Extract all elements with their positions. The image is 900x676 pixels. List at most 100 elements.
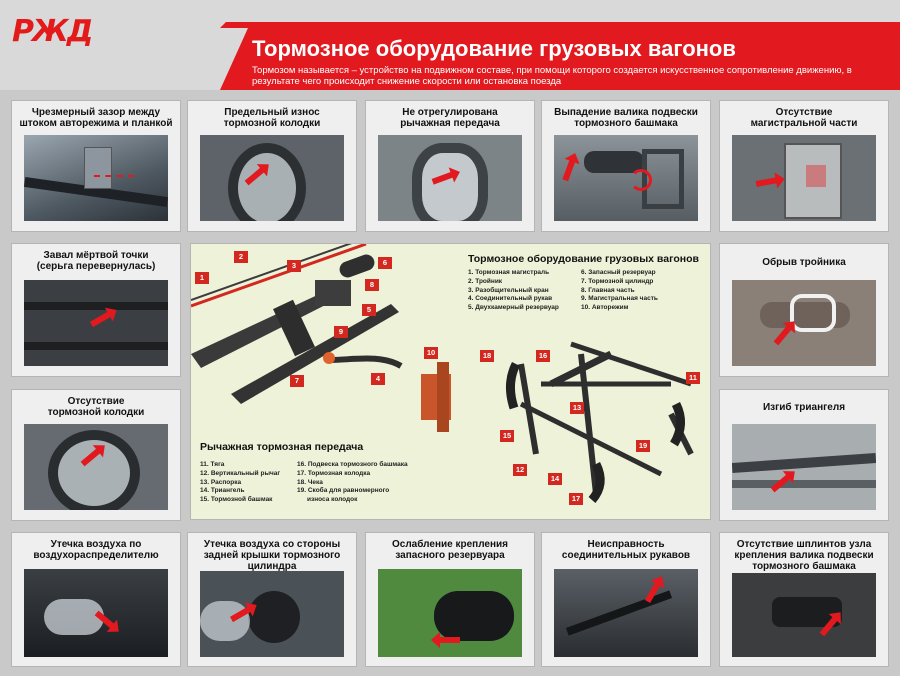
legend-equipment-a: 1. Тормозная магистраль 2. Тройник 3. Ра… [468,269,559,313]
panel-tee-break: Обрыв тройника [720,244,888,376]
panel-caption: Неисправность соединительных рукавов [561,539,691,561]
brake-line-shape [191,244,353,301]
lever-shape [518,363,539,455]
legend-item: 17. Тормозная колодка [297,469,371,477]
panel-no-shoe: Отсутствие тормозной колодки [12,390,180,520]
legend-item: 12. Вертикальный рычаг [200,469,281,477]
panel-caption: Чрезмерный зазор между штоком авторежима… [19,107,173,129]
panel-reservoir-loose: Ослабление крепления запасного резервуар… [366,533,534,666]
brake-shoe-shape [670,401,685,447]
red-arrow-icon [438,637,460,643]
legend-item: 18. Чека [297,478,323,486]
callout-badge: 10 [424,347,438,359]
callout-badge: 4 [371,373,385,385]
legend-item: 15. Тормозной башмак [200,496,273,504]
callout-badge: 5 [362,304,376,316]
page-subtitle: Тормозом называется – устройство на подв… [252,65,852,87]
panel-hose-fault: Неисправность соединительных рукавов [542,533,710,666]
legend-item: 9. Магистральная часть [581,295,658,303]
panel-caption: Отсутствие магистральной части [750,107,858,129]
panel-caption: Отсутствие тормозной колодки [47,396,145,418]
photo [24,569,168,657]
photo [200,135,344,221]
callout-badge: 8 [365,279,379,291]
panel-air-leak-cylinder: Утечка воздуха со стороны задней крышки … [188,533,356,666]
legend-item: 1. Тормозная магистраль [468,269,550,276]
callout-badge: 9 [334,326,348,338]
panel-no-cotter-pins: Отсутствие шплинтов узла крепления валик… [720,533,888,666]
callout-badge: 17 [569,493,583,505]
header-stripe [220,22,900,28]
legend-item: 13. Распорка [200,478,242,486]
header: РЖД Тормозное оборудование грузовых ваго… [0,0,900,90]
photo [378,569,522,657]
autoregime-shape [437,362,449,432]
diagram-drawing [191,244,694,503]
legend-lever-b: 16. Подвеска тормозного башмака 17. Торм… [297,461,408,505]
red-arrow-icon [755,177,779,187]
panel-air-leak-distributor: Утечка воздуха по воздухораспределителю [12,533,180,666]
panel-caption: Отсутствие шплинтов узла крепления валик… [734,539,874,572]
photo [24,424,168,510]
lever-title: Рычажная тормозная передача [200,441,364,453]
callout-badge: 14 [548,473,562,485]
rzd-logo: РЖД [12,14,93,49]
legend-item: 7. Тормозной цилиндр [581,277,654,285]
brake-equipment-diagram: Тормозное оборудование грузовых вагонов … [191,244,710,519]
callout-badge: 7 [290,375,304,387]
lever-shape [578,353,599,495]
panel-gap-autoregime: Чрезмерный зазор между штоком авторежима… [12,101,180,231]
photo [200,571,344,657]
panel-caption: Предельный износ тормозной колодки [223,107,321,129]
hose-head-shape [323,352,335,364]
brake-line-shape [191,244,367,308]
callout-badge: 16 [536,350,550,362]
panel-lever-unadjusted: Не отрегулирована рычажная передача [366,101,534,231]
panel-no-main-part: Отсутствие магистральной части [720,101,888,231]
legend-lever-a: 11. Тяга 12. Вертикальный рычаг 13. Расп… [200,461,280,505]
panel-dead-point: Завал мёртвой точки (серьга перевернулас… [12,244,180,376]
legend-item: 19. Скоба для равномерного [297,487,390,495]
panel-triangel-bend: Изгиб триангеля [720,390,888,520]
legend-item: 3. Разобщительный кран [468,286,549,294]
diagram-title: Тормозное оборудование грузовых вагонов [468,253,699,265]
panel-caption: Ослабление крепления запасного резервуар… [391,539,508,561]
reservoir-shape [339,254,375,278]
photo [732,424,876,510]
panel-pin-dropout: Выпадение валика подвески тормозного баш… [542,101,710,231]
legend-item: 8. Главная часть [581,286,635,294]
brake-cylinder-shape [273,299,315,357]
photo [378,135,522,221]
callout-badge: 19 [636,440,650,452]
title-banner: Тормозное оборудование грузовых вагонов … [220,28,900,90]
panel-caption: Утечка воздуха по воздухораспределителю [33,539,159,561]
photo [732,573,876,657]
callout-badge: 1 [195,272,209,284]
legend-item: 16. Подвеска тормозного башмака [297,461,408,468]
photo [554,135,698,221]
panel-shoe-wear: Предельный износ тормозной колодки [188,101,356,231]
photo [554,569,698,657]
photo [732,135,876,221]
callout-badge: 3 [287,260,301,272]
callout-badge: 18 [480,350,494,362]
callout-badge: 11 [686,372,700,384]
panel-caption: Не отрегулирована рычажная передача [400,107,500,129]
brake-shoe-shape [506,361,521,410]
legend-item: 14. Триангель [200,487,245,495]
panel-caption: Обрыв тройника [762,257,846,268]
photo [732,280,876,366]
legend-item: 10. Авторежим [581,304,629,312]
page-title: Тормозное оборудование грузовых вагонов [252,36,736,61]
legend-item: 11. Тяга [200,461,225,468]
legend-item: 4. Соединительный рукав [468,295,553,303]
callout-badge: 2 [234,251,248,263]
panel-caption: Выпадение валика подвески тормозного баш… [554,107,698,129]
callout-badge: 12 [513,464,527,476]
callout-badge: 15 [500,430,514,442]
legend-item: 5. Двухкамерный резервуар [468,304,559,312]
panel-caption: Завал мёртвой точки (серьга перевернулас… [36,250,156,272]
legend-item: износа колодок [307,496,358,504]
lever-shape [570,341,692,387]
red-arrow-icon [562,158,576,182]
